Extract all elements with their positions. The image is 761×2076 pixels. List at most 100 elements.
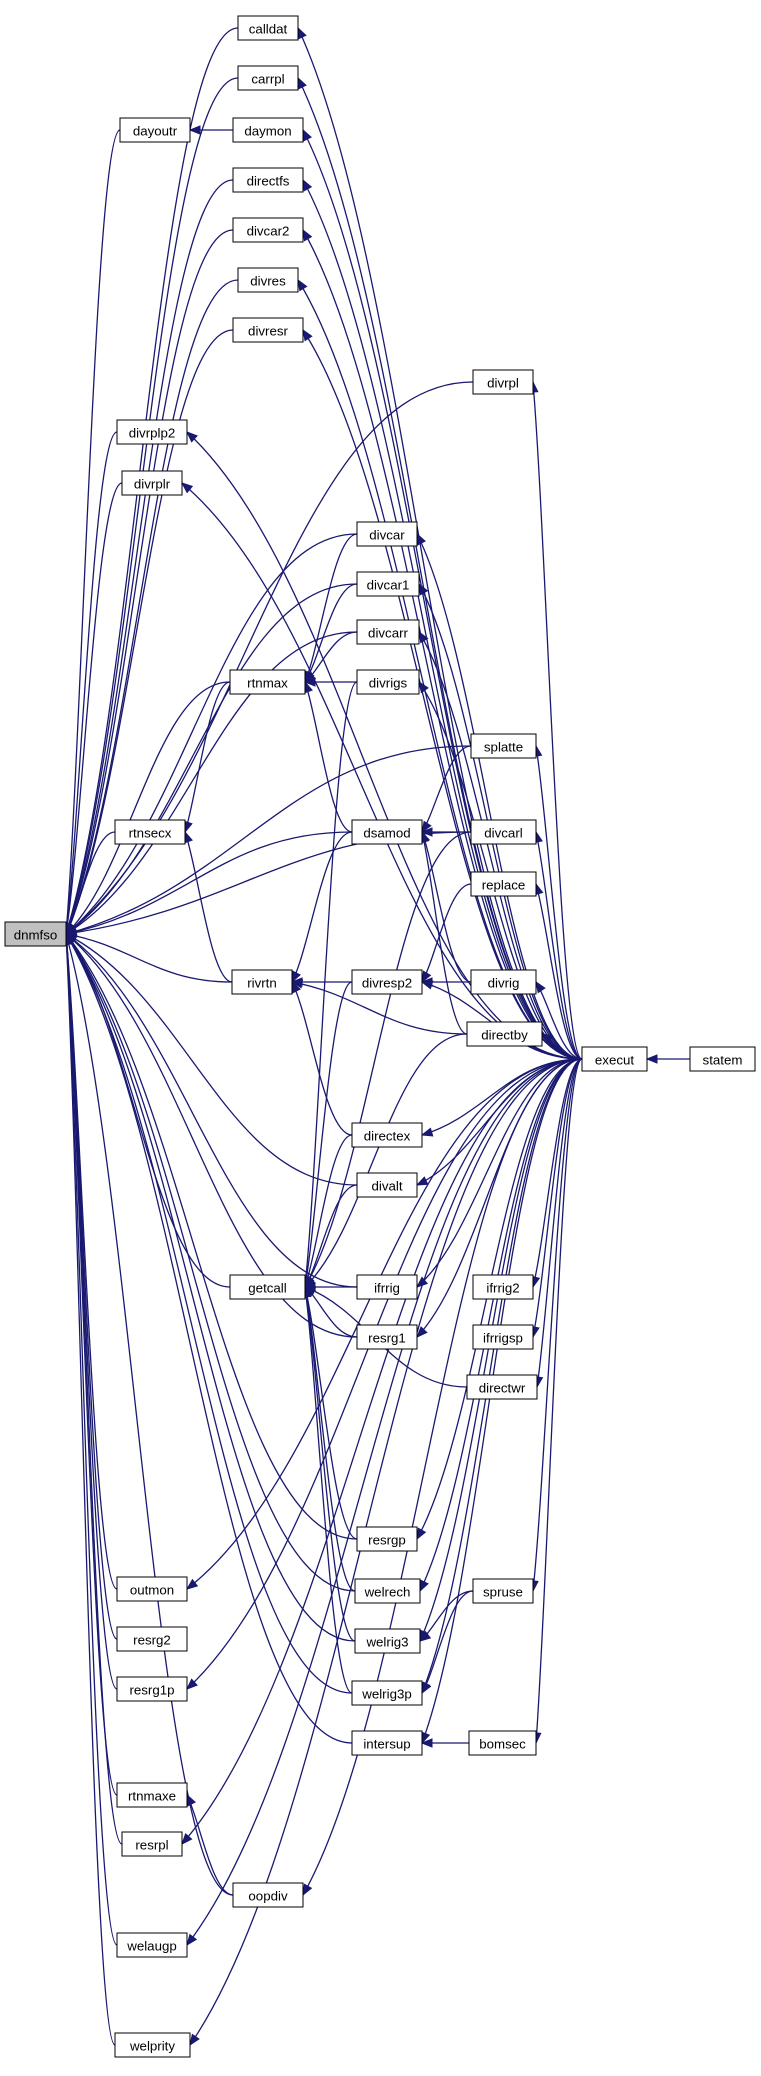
- node-welrig3p[interactable]: welrig3p: [351, 1680, 423, 1706]
- node-box: [351, 1680, 423, 1706]
- arrowhead-directex: [420, 1127, 434, 1137]
- arrowhead-divresr: [302, 328, 313, 342]
- node-divresr[interactable]: divresr: [232, 317, 304, 343]
- node-resrg1p[interactable]: resrg1p: [116, 1676, 188, 1702]
- node-getcall[interactable]: getcall: [229, 1274, 306, 1300]
- edge-dsamod-to-rivrtn: [291, 831, 353, 983]
- node-divrplp2[interactable]: divrplp2: [116, 419, 188, 445]
- node-resrg2[interactable]: resrg2: [116, 1626, 188, 1652]
- edge-execut-to-divcar1: [418, 583, 583, 1060]
- arrowhead-divcar: [416, 532, 426, 546]
- node-label: divrigs: [369, 676, 408, 691]
- node-divres[interactable]: divres: [237, 267, 299, 293]
- node-dayoutr[interactable]: dayoutr: [119, 117, 191, 143]
- node-resrg1[interactable]: resrg1: [356, 1324, 418, 1350]
- node-label: rtnsecx: [129, 826, 172, 841]
- node-divrpl[interactable]: divrpl: [472, 369, 534, 395]
- node-label: replace: [482, 878, 526, 893]
- node-divcarr[interactable]: divcarr: [356, 619, 420, 645]
- node-divcar1[interactable]: divcar1: [356, 571, 420, 597]
- node-box: [470, 871, 537, 897]
- node-bomsec[interactable]: bomsec: [468, 1730, 537, 1756]
- node-resrpl[interactable]: resrpl: [121, 1831, 183, 1857]
- node-welaugp[interactable]: welaugp: [116, 1932, 188, 1958]
- node-welprity[interactable]: welprity: [114, 2032, 191, 2058]
- edge-dayoutr-to-dnmfso: [65, 129, 121, 935]
- arrowhead-divresp2: [420, 980, 434, 990]
- node-label: welaugp: [126, 1939, 177, 1954]
- node-rtnmaxe[interactable]: rtnmaxe: [116, 1782, 188, 1808]
- edge-execut-to-replace: [535, 883, 583, 1060]
- node-statem[interactable]: statem: [689, 1046, 756, 1072]
- node-directex[interactable]: directex: [351, 1122, 423, 1148]
- node-label: divcar: [369, 528, 405, 543]
- node-divalt[interactable]: divalt: [356, 1172, 418, 1198]
- node-divcar2[interactable]: divcar2: [232, 217, 304, 243]
- node-box: [351, 819, 423, 845]
- node-label: divrig: [488, 976, 520, 991]
- edge-execut-to-resrg1p: [186, 1058, 583, 1690]
- node-welrig3[interactable]: welrig3: [354, 1628, 421, 1654]
- node-daymon[interactable]: daymon: [232, 117, 304, 143]
- arrowhead-dsamod: [421, 820, 432, 834]
- edge-execut-to-bomsec: [535, 1058, 583, 1744]
- node-carrpl[interactable]: carrpl: [237, 65, 299, 91]
- node-box: [472, 1274, 534, 1300]
- node-label: divres: [250, 274, 286, 289]
- node-box: [116, 1676, 188, 1702]
- node-oopdiv[interactable]: oopdiv: [232, 1882, 304, 1908]
- node-directby[interactable]: directby: [466, 1021, 543, 1047]
- edge-execut-to-calldat: [297, 27, 583, 1060]
- edge-execut-to-resrgp: [416, 1058, 583, 1540]
- node-rtnsecx[interactable]: rtnsecx: [114, 819, 186, 845]
- node-rivrtn[interactable]: rivrtn: [231, 969, 293, 995]
- node-replace[interactable]: replace: [470, 871, 537, 897]
- node-rtnmax[interactable]: rtnmax: [229, 669, 306, 695]
- node-box: [116, 1782, 188, 1808]
- node-intersup[interactable]: intersup: [351, 1730, 423, 1756]
- edge-resrg1-to-dnmfso: [65, 933, 358, 1338]
- edge-welrig3p-to-getcall: [304, 1286, 353, 1694]
- node-directfs[interactable]: directfs: [232, 167, 304, 193]
- node-directwr[interactable]: directwr: [466, 1374, 538, 1400]
- node-divresp2[interactable]: divresp2: [351, 969, 423, 995]
- node-resrgp[interactable]: resrgp: [356, 1526, 418, 1552]
- edge-oopdiv-to-dnmfso: [65, 933, 234, 1896]
- node-label: directfs: [247, 174, 290, 189]
- edge-rtnsecx-to-dnmfso: [65, 831, 116, 935]
- arrowhead-carrpl: [297, 76, 307, 90]
- node-splatte[interactable]: splatte: [470, 733, 537, 759]
- node-welrech[interactable]: welrech: [354, 1578, 421, 1604]
- node-divrplr[interactable]: divrplr: [121, 470, 183, 496]
- arrowhead-resrgp: [416, 1527, 427, 1541]
- node-box: [356, 1172, 418, 1198]
- node-divrig[interactable]: divrig: [470, 969, 537, 995]
- edge-rivrtn-to-rtnsecx: [184, 831, 233, 983]
- edge-welrech-to-getcall: [304, 1286, 356, 1592]
- node-label: directex: [364, 1129, 411, 1144]
- node-label: resrgp: [368, 1533, 406, 1548]
- node-ifrrig2[interactable]: ifrrig2: [472, 1274, 534, 1300]
- node-ifrrig[interactable]: ifrrig: [356, 1274, 418, 1300]
- arrowhead-getcall: [303, 1286, 317, 1296]
- node-label: spruse: [483, 1585, 523, 1600]
- arrowhead-oopdiv: [302, 1883, 313, 1897]
- node-divcarl[interactable]: divcarl: [470, 819, 537, 845]
- node-label: divcar2: [247, 224, 290, 239]
- node-box: [229, 1274, 306, 1300]
- node-dsamod[interactable]: dsamod: [351, 819, 423, 845]
- node-box: [356, 669, 420, 695]
- edge-calldat-to-dnmfso: [65, 27, 239, 935]
- node-divcar[interactable]: divcar: [356, 521, 418, 547]
- node-execut[interactable]: execut: [581, 1046, 648, 1072]
- arrowhead-getcall: [304, 1275, 315, 1289]
- node-spruse[interactable]: spruse: [472, 1578, 534, 1604]
- node-dnmfso[interactable]: dnmfso: [4, 921, 67, 947]
- node-outmon[interactable]: outmon: [116, 1576, 188, 1602]
- node-ifrrigsp[interactable]: ifrrigsp: [472, 1324, 534, 1350]
- edge-spruse-to-welrig3p: [421, 1590, 474, 1694]
- edge-divrig-to-dsamod: [421, 831, 472, 983]
- node-calldat[interactable]: calldat: [237, 15, 299, 41]
- node-divrigs[interactable]: divrigs: [356, 669, 420, 695]
- node-box: [232, 1882, 304, 1908]
